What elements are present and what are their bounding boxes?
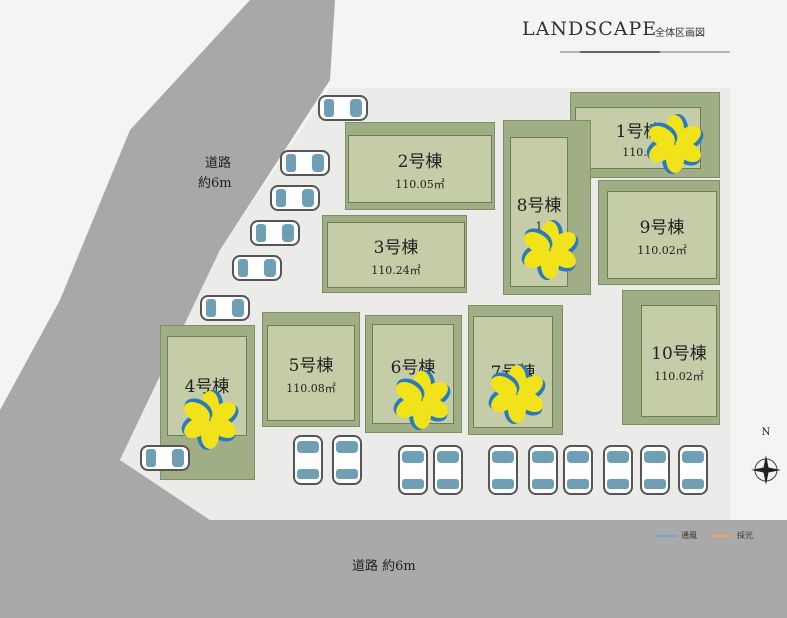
flower-sticker-icon (646, 114, 704, 174)
flower-sticker-icon (521, 220, 579, 280)
lot-name: 10号棟 (651, 343, 707, 364)
parking-car (318, 95, 368, 121)
compass-north: N (762, 427, 771, 438)
lot-9[interactable]: 9号棟 110.02㎡ (598, 180, 720, 285)
parking-car (232, 255, 282, 281)
lot-10[interactable]: 10号棟 110.02㎡ (622, 290, 720, 425)
flower-sticker-icon (393, 370, 451, 430)
page-subtitle: 全体区画図 (655, 28, 705, 39)
lot-area: 110.1 (622, 146, 654, 159)
flower-sticker-icon (181, 390, 239, 450)
parking-car (603, 445, 633, 495)
page-title: LANDSCAPE (522, 18, 658, 40)
parking-car (200, 295, 250, 321)
parking-car (528, 445, 558, 495)
parking-car (640, 445, 670, 495)
lot-area: 110.02㎡ (654, 369, 704, 383)
west-road-width: 約6m (198, 176, 232, 191)
parking-car (433, 445, 463, 495)
west-road-label: 道路 (205, 156, 232, 171)
parking-car (140, 445, 190, 471)
lot-2[interactable]: 2号棟 110.05㎡ (345, 122, 495, 210)
parking-car (563, 445, 593, 495)
flower-sticker-icon (488, 364, 546, 424)
parking-car (293, 435, 323, 485)
parking-car (398, 445, 428, 495)
lot-area: 110.02㎡ (637, 243, 687, 257)
lot-area: 110.08㎡ (286, 381, 336, 395)
road-south (0, 525, 787, 605)
ventilation-swatch (655, 534, 677, 537)
lot-area: 110.05㎡ (395, 177, 445, 191)
parking-car (488, 445, 518, 495)
legend-ventilation: 通風 (681, 531, 697, 540)
lot-name: 2号棟 (397, 151, 443, 172)
lot-area: 1 (535, 220, 543, 233)
parking-car (280, 150, 330, 176)
daylight-swatch (711, 534, 733, 537)
lot-name: 4号棟 (184, 376, 230, 397)
lot-name: 5号棟 (288, 355, 334, 376)
lot-3[interactable]: 3号棟 110.24㎡ (322, 215, 467, 293)
legend-daylight: 採光 (737, 531, 753, 540)
south-road-label: 道路 約6m (352, 559, 416, 574)
lot-area: 110.24㎡ (371, 263, 421, 277)
parking-car (332, 435, 362, 485)
lot-name: 8号棟 (516, 196, 562, 216)
parking-car (678, 445, 708, 495)
legend: 通風 採光 (655, 530, 753, 541)
parking-car (270, 185, 320, 211)
lot-name: 3号棟 (373, 237, 419, 258)
lot-name: 1号棟 (615, 122, 661, 142)
compass-icon: N (751, 427, 781, 485)
lot-name: 9号棟 (639, 217, 685, 238)
parking-car (250, 220, 300, 246)
lot-5[interactable]: 5号棟 110.08㎡ (262, 312, 360, 427)
